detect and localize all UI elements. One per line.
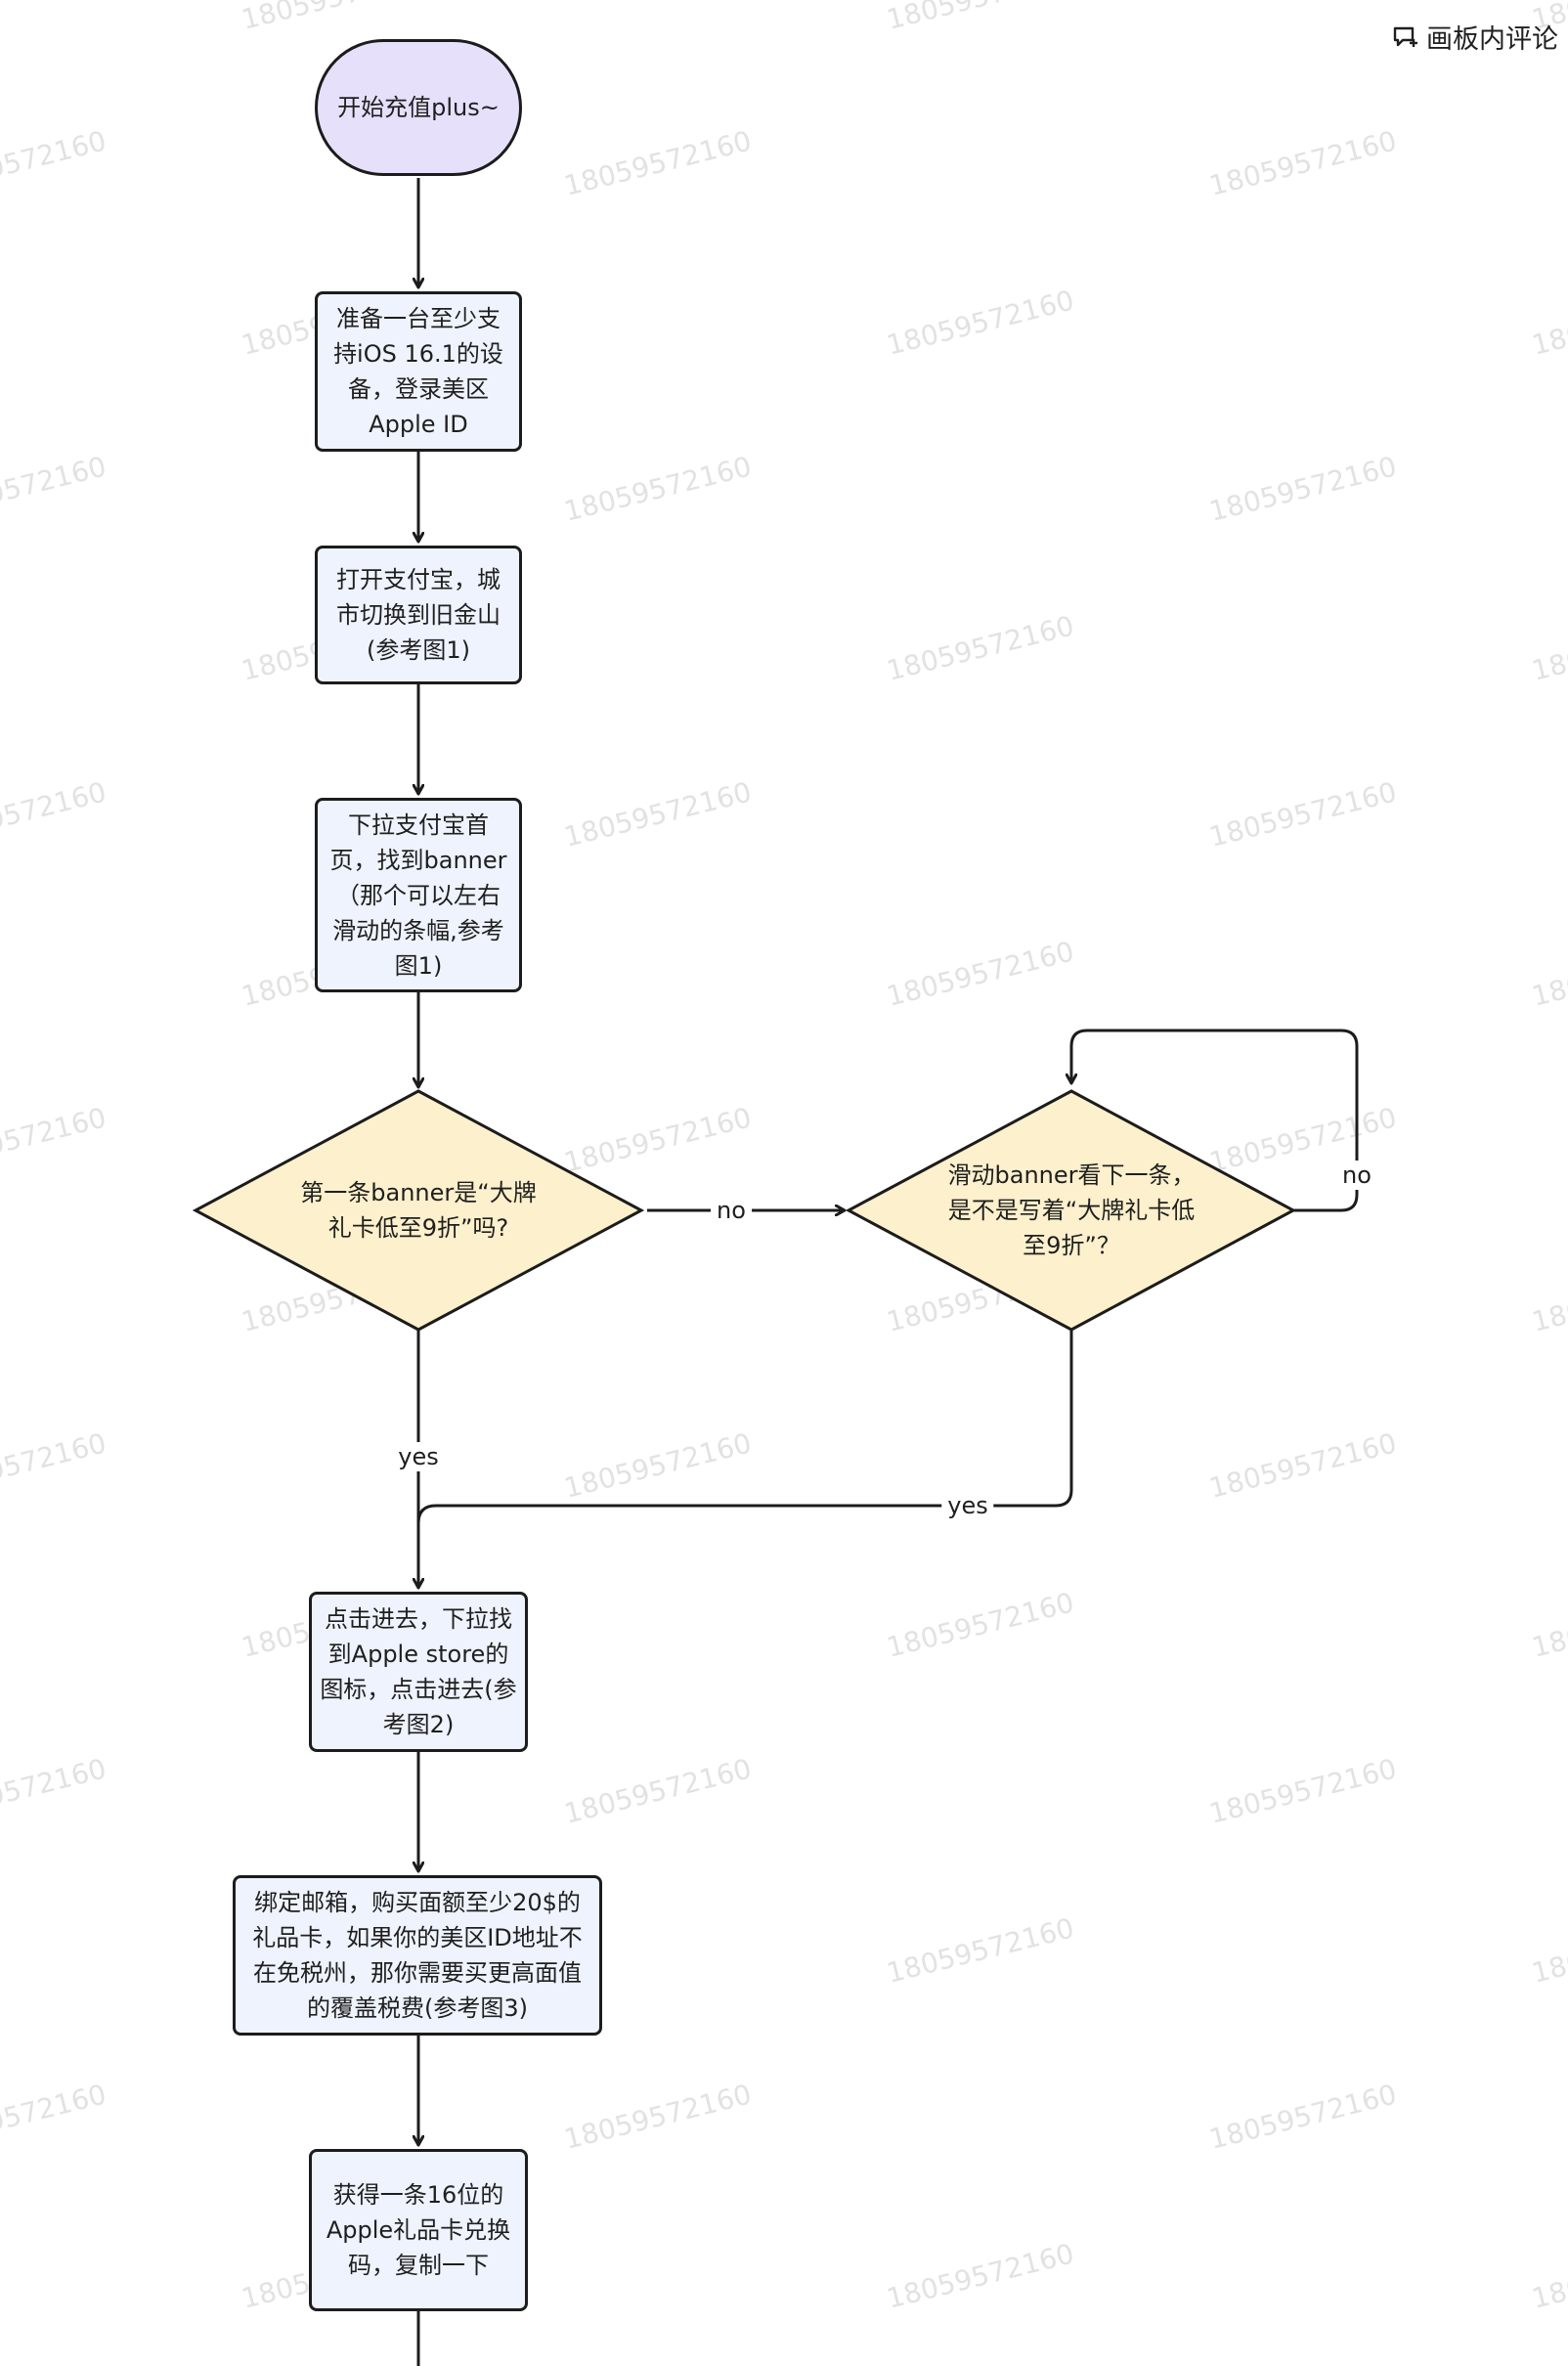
edge-label-decision2-no: no (1336, 1161, 1377, 1190)
step2-node[interactable]: 打开支付宝，城市切换到旧金山(参考图1) (315, 546, 522, 684)
start-node[interactable]: 开始充值plus~ (315, 39, 522, 176)
step1-node[interactable]: 准备一台至少支持iOS 16.1的设备，登录美区Apple ID (315, 291, 522, 452)
edge-decision2-loop (1071, 1029, 1359, 1212)
edge-decision2-yes (416, 1330, 1073, 1524)
edge-label-decision1-no: no (711, 1196, 752, 1225)
step5-node-label: 绑定邮箱，购买面额至少20$的礼品卡，如果你的美区ID地址不在免税州，那你需要买… (252, 1889, 583, 2022)
step4-node[interactable]: 点击进去，下拉找到Apple store的图标，点击进去(参考图2) (309, 1592, 528, 1752)
start-node-label: 开始充值plus~ (337, 94, 500, 121)
step4-node-label: 点击进去，下拉找到Apple store的图标，点击进去(参考图2) (320, 1605, 517, 1738)
step3-node-label: 下拉支付宝首页，找到banner（那个可以左右滑动的条幅,参考图1) (329, 811, 507, 980)
step1-node-label: 准备一台至少支持iOS 16.1的设备，登录美区Apple ID (333, 305, 503, 438)
board-comment-button[interactable]: 画板内评论 (1391, 18, 1558, 56)
decision1-label: 第一条banner是“大牌礼卡低至9折”吗? (300, 1179, 537, 1242)
edge-label-decision2-yes: yes (941, 1491, 994, 1520)
step6-node-label: 获得一条16位的Apple礼品卡兑换码，复制一下 (326, 2181, 511, 2279)
edge-label-decision1-yes: yes (392, 1442, 445, 1471)
decision2-label: 滑动banner看下一条，是不是写着“大牌礼卡低至9折”？ (947, 1161, 1196, 1259)
board-comment-label: 画板内评论 (1426, 24, 1558, 55)
step6-node[interactable]: 获得一条16位的Apple礼品卡兑换码，复制一下 (309, 2149, 528, 2311)
comment-add-icon (1393, 26, 1417, 47)
step2-node-label: 打开支付宝，城市切换到旧金山(参考图1) (336, 566, 501, 664)
decision2-diamond (845, 1089, 1297, 1332)
step3-node[interactable]: 下拉支付宝首页，找到banner（那个可以左右滑动的条幅,参考图1) (315, 798, 522, 992)
decision1-diamond (192, 1089, 645, 1332)
step5-node[interactable]: 绑定邮箱，购买面额至少20$的礼品卡，如果你的美区ID地址不在免税州，那你需要买… (233, 1875, 602, 2036)
